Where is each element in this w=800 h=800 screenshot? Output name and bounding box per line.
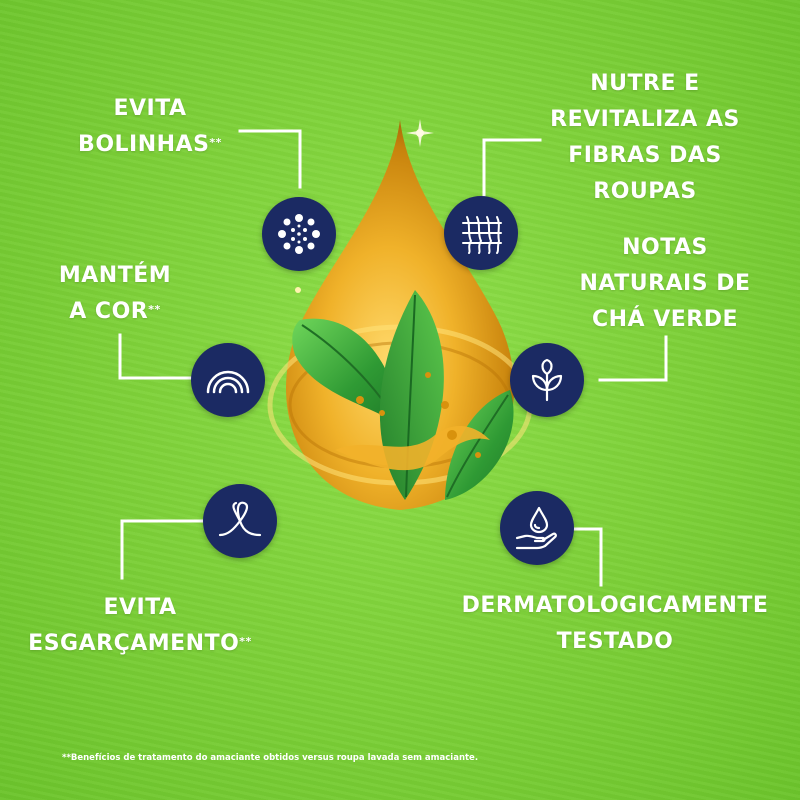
label-greentea: NOTAS NATURAIS DE CHÁ VERDE (570, 230, 760, 338)
label-fibers-line4: ROUPAS (593, 179, 697, 204)
label-color-line2: A COR (69, 299, 149, 324)
footnote-text: **Benefícios de tratamento do amaciante … (62, 753, 479, 763)
label-greentea-line1: NOTAS (622, 235, 708, 260)
fabric-weave-icon (462, 216, 502, 254)
label-fibers-line2: REVITALIZA AS (550, 107, 740, 132)
knot-heart-icon (218, 501, 262, 537)
leaf-plant-icon (531, 358, 563, 402)
dots-pattern-icon (278, 214, 320, 254)
label-fraying-line1: EVITA (103, 595, 177, 620)
connector-pilling (238, 129, 302, 189)
pilling-icon-badge (262, 197, 336, 271)
footnote-mark: ** (148, 303, 161, 316)
derm-icon-badge (500, 491, 574, 565)
connector-fraying (120, 519, 234, 580)
label-fibers-line3: FIBRAS DAS (568, 143, 722, 168)
label-fraying-line2: ESGARÇAMENTO (28, 631, 240, 656)
label-fibers-line1: NUTRE E (590, 71, 700, 96)
leaf-left (292, 318, 400, 425)
connector-greentea (598, 335, 668, 382)
color-icon-badge (191, 343, 265, 417)
fibers-icon-badge (444, 196, 518, 270)
fraying-icon-badge (203, 484, 277, 558)
label-color-line1: MANTÉM (58, 263, 172, 288)
label-fibers: NUTRE E REVITALIZA AS FIBRAS DAS ROUPAS (545, 66, 745, 210)
connector-color (118, 333, 192, 380)
oil-drop-illustration (267, 119, 533, 510)
label-derm-line2: TESTADO (556, 629, 674, 654)
leaf-right (445, 390, 514, 500)
footnote-mark: ** (239, 635, 252, 648)
label-color: MANTÉM A COR** (35, 258, 195, 330)
label-pilling: EVITA BOLINHAS** (65, 91, 235, 163)
label-pilling-line2: BOLINHAS (78, 132, 210, 157)
label-fraying: EVITA ESGARÇAMENTO** (20, 590, 260, 662)
label-greentea-line3: CHÁ VERDE (591, 307, 739, 332)
label-pilling-line1: EVITA (113, 96, 187, 121)
label-derm-line1: DERMATOLOGICAMENTE (461, 593, 769, 618)
greentea-icon-badge (510, 343, 584, 417)
footnote-mark: ** (209, 136, 222, 149)
label-greentea-line2: NATURAIS DE (579, 271, 751, 296)
hand-drop-icon (515, 506, 557, 550)
oil-drop (286, 120, 514, 510)
connector-derm (564, 527, 603, 587)
label-derm: DERMATOLOGICAMENTE TESTADO (440, 588, 790, 660)
rainbow-icon (206, 370, 250, 394)
connector-fibers (482, 138, 542, 198)
